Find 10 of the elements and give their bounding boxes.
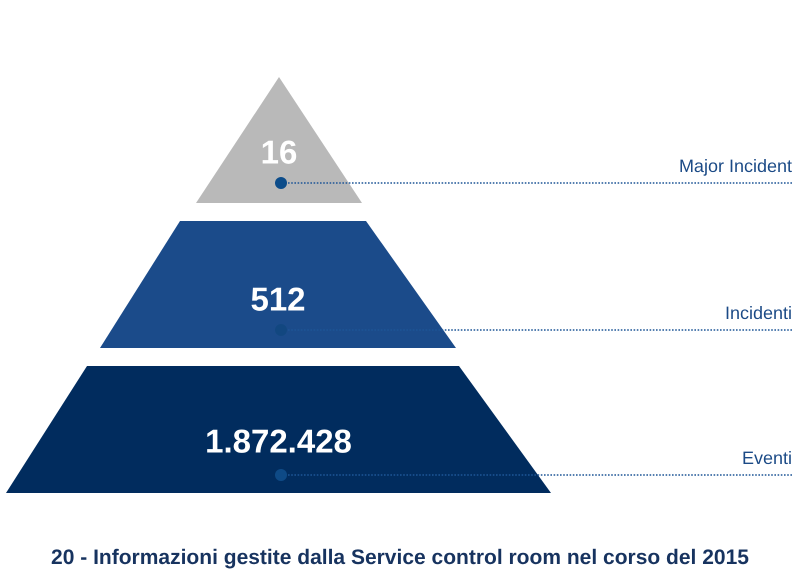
tier-value: 512 [250,282,306,316]
tier-value: 1.872.428 [205,424,352,458]
tier-value: 16 [260,136,298,168]
leader-line [287,474,792,476]
tier-label: Incidenti [724,302,792,330]
leader-line [287,182,792,184]
tier-label: Major Incident [678,155,792,183]
tier-label: Eventi [742,447,792,475]
caption: 20 - Informazioni gestite dalla Service control room nel corso del 2015 [51,546,749,570]
leader-line [287,329,792,331]
